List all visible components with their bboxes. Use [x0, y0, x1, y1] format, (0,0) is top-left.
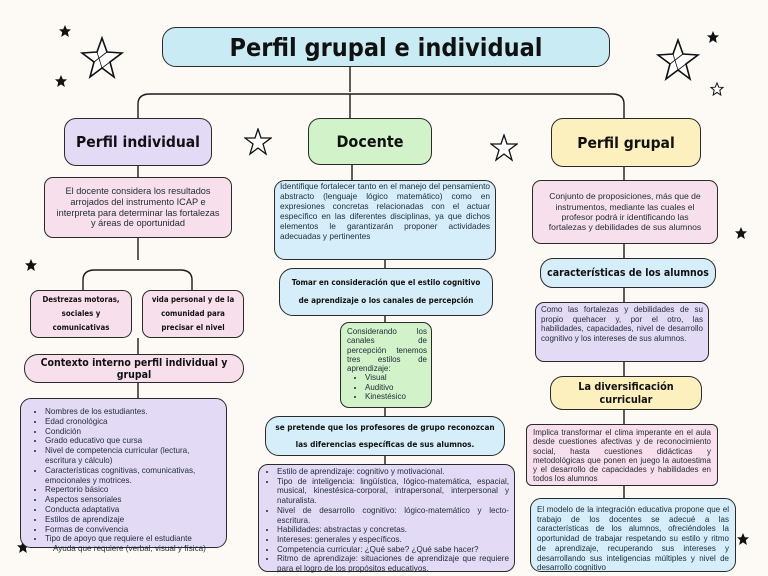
left-sub-right: vida personal y de la comunidad para pre… — [142, 290, 244, 338]
list-item: Características cognitivas, comunicativa… — [45, 466, 220, 486]
list-item: Competencia curricular: ¿Qué sabe? ¿Qué … — [277, 545, 509, 555]
left-sub-left: Destrezas motoras, sociales y comunicati… — [30, 290, 132, 338]
list-item: Grado educativo que cursa — [45, 436, 220, 446]
list-item: Tipo de inteligencia: lingüística, lógic… — [277, 477, 509, 506]
star-icon — [490, 134, 518, 162]
list-item: Repertorio básico — [45, 485, 220, 495]
characteristics-header: características de los alumnos — [540, 258, 716, 288]
list-item: Formas de convivencia — [45, 525, 220, 535]
list-item: Auditivo — [365, 383, 427, 392]
page-title: Perfil grupal e individual — [162, 27, 610, 67]
star-icon — [59, 25, 71, 37]
center-header: Docente — [308, 118, 432, 165]
characteristics-text: Como las fortalezas y debilidades de su … — [535, 302, 709, 362]
group-list: Estilo de aprendizaje: cognitivo y motiv… — [258, 464, 515, 573]
star-icon — [656, 38, 700, 82]
diversification-header: La diversificación curricular — [550, 376, 702, 410]
group-header: se pretende que los profesores de grupo … — [265, 416, 505, 456]
star-icon — [735, 227, 747, 239]
list-item: Conducta adaptativa — [45, 505, 220, 515]
star-icon — [244, 128, 272, 156]
left-header: Perfil individual — [64, 118, 212, 166]
left-description: El docente considera los resultados arro… — [44, 177, 232, 238]
list-item: Edad cronológica — [45, 417, 220, 427]
channels-box: Considerando los canales de percepción t… — [340, 322, 432, 408]
list-item: Nivel de competencia curricular (lectura… — [45, 446, 220, 466]
channels-intro: Considerando los canales de percepción t… — [347, 327, 427, 374]
integration-text: El modelo de la integración educativa pr… — [530, 498, 736, 572]
star-icon — [707, 31, 719, 43]
star-icon — [710, 82, 724, 96]
list-item: Nombres de los estudiantes. — [45, 407, 220, 417]
list-item: Tipo de apoyo que requiere el estudiante — [45, 534, 220, 544]
context-header: Contexto interno perfil individual y gru… — [24, 354, 244, 383]
star-icon — [737, 533, 749, 545]
star-icon — [25, 259, 37, 271]
list-item: Ritmo de aprendizaje: situaciones de apr… — [277, 554, 509, 573]
list-item: Estilos de aprendizaje — [45, 515, 220, 525]
context-list: Nombres de los estudiantes. Edad cronoló… — [20, 398, 227, 553]
list-item: Habilidades: abstractas y concretas. — [277, 525, 509, 535]
list-item: Condición — [45, 427, 220, 437]
right-header: Perfil grupal — [551, 118, 701, 167]
diversification-text: Implica transformar el clima imperante e… — [526, 424, 718, 486]
cognitive-header: Tomar en consideración que el estilo cog… — [279, 268, 493, 316]
list-item: Aspectos sensoriales — [45, 495, 220, 505]
right-description: Conjunto de proposiciones, más que de in… — [532, 180, 718, 244]
star-icon — [55, 75, 67, 87]
list-item: Estilo de aprendizaje: cognitivo y motiv… — [277, 467, 509, 477]
list-item: Visual — [365, 373, 427, 382]
list-item: Nivel de desarrollo cognitivo: lógico-ma… — [277, 506, 509, 525]
center-description: Identifique fortalecer tanto en el manej… — [274, 180, 496, 260]
list-item: Intereses: generales y específicos. — [277, 535, 509, 545]
list-item: Kinestésico — [365, 392, 427, 401]
context-extra: Ayuda que requiere (verbal, visual y fís… — [53, 544, 206, 554]
star-icon — [80, 36, 124, 80]
star-icon — [17, 541, 29, 553]
